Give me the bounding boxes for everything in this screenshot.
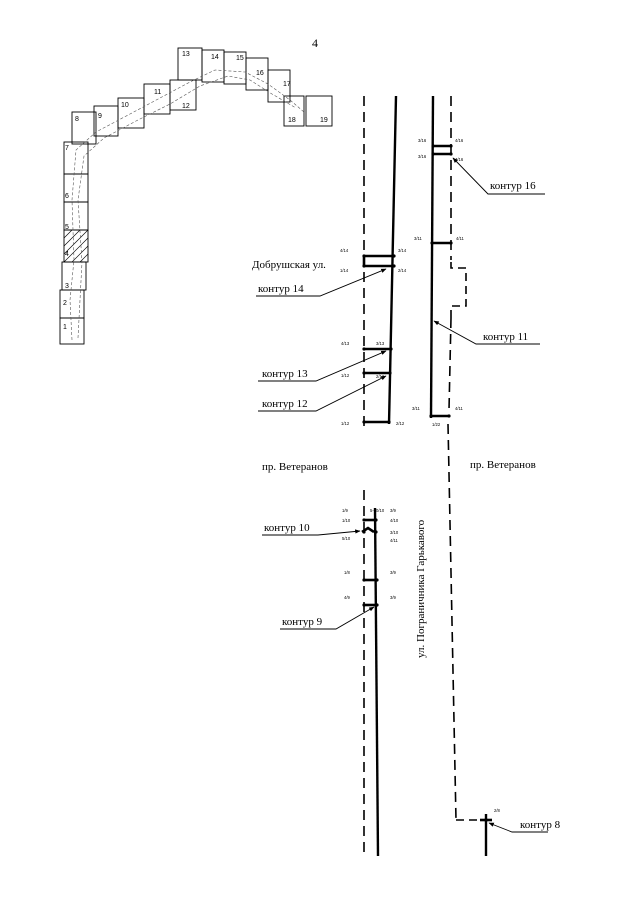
key-map-cell-label: 13	[182, 51, 190, 58]
road-lines	[363, 95, 488, 857]
dashed-jog	[450, 262, 467, 318]
key-map-cell-label: 16	[256, 70, 264, 77]
key-map-cell	[59, 317, 85, 345]
key-map-cell	[71, 111, 97, 145]
dashed-edge-right-mid	[448, 317, 452, 411]
node-label: 4/13	[341, 341, 350, 346]
key-map-cell-label: 4	[65, 251, 69, 258]
node-label: 4/16	[455, 157, 464, 162]
node-label: 3/11	[414, 236, 423, 241]
contour-9-label: контур 9	[282, 616, 323, 628]
key-map-cell	[93, 105, 119, 137]
key-route-2	[77, 75, 297, 339]
contour-16-label: контур 16	[490, 180, 536, 192]
contour-bars	[361, 144, 492, 822]
key-map-cell-label: 18	[288, 117, 296, 124]
key-map-cell-label: 15	[236, 55, 244, 62]
node-label: 3/16	[418, 138, 427, 143]
key-map-cell-label: 2	[63, 300, 67, 307]
node-label: 3/16	[418, 154, 427, 159]
contour-labels: контур 16 контур 14 контур 11 контур 13 …	[258, 180, 561, 831]
key-map-cell-label: 9	[98, 113, 102, 120]
leader-contour-16	[452, 157, 545, 195]
street-dobrushskaya: Добрушская ул.	[252, 259, 326, 271]
node-label: 3/10	[390, 530, 399, 535]
contour-14-label: контур 14	[258, 283, 304, 295]
street-veteranov-right: пр. Ветеранов	[470, 459, 536, 471]
key-map-cell-label: 10	[121, 102, 129, 109]
key-map-cell-label: 3	[65, 283, 69, 290]
key-map-cell-label: 7	[65, 145, 69, 152]
contour-11-label: контур 11	[483, 331, 528, 343]
node-label: 4/11	[456, 236, 465, 241]
node-label: 1/8	[344, 570, 350, 575]
node-label: 5-10/10	[370, 508, 385, 513]
street-names: Добрушская ул. пр. Ветеранов пр. Ветеран…	[252, 259, 536, 658]
node-labels: 3/16 4/16 3/16 4/16 3/11 4/11 3/11 4/11 …	[340, 138, 500, 813]
key-map-cell-label: 5	[65, 224, 69, 231]
road-line-right	[429, 95, 435, 419]
key-map-cell	[305, 95, 333, 127]
node-label: 4/11	[455, 406, 464, 411]
node-label: 2/12	[396, 421, 405, 426]
leader-contour-8	[488, 822, 548, 833]
leader-contour-9	[280, 606, 375, 630]
contour-12-label: контур 12	[262, 398, 308, 410]
node-label: 3/9	[390, 595, 396, 600]
key-map-cell	[63, 141, 89, 175]
leader-lines	[256, 157, 548, 833]
node-label: 2/8	[494, 808, 500, 813]
key-map-cell-label: 6	[65, 193, 69, 200]
key-map-cell-label: 19	[320, 117, 328, 124]
road-line-upper	[387, 95, 398, 425]
node-label: 1/9	[342, 508, 348, 513]
key-map-cell	[267, 69, 291, 103]
dashed-edge-right-low	[447, 423, 457, 821]
street-veteranov-left: пр. Ветеранов	[262, 461, 328, 473]
key-map-cell-label: 11	[154, 89, 161, 96]
node-label: 1/12	[341, 421, 350, 426]
contour-13-label: контур 13	[262, 368, 308, 380]
node-label: 4/10	[390, 518, 399, 523]
node-label: 4/16	[455, 138, 464, 143]
page-number: 4	[312, 36, 318, 50]
leader-contour-11	[433, 320, 540, 345]
leader-contour-12	[258, 375, 387, 412]
road-line-lower	[373, 507, 380, 857]
node-label: 4/14	[340, 248, 349, 253]
node-label: 3/9	[390, 570, 396, 575]
key-route	[69, 69, 305, 341]
node-label: 3/9	[390, 508, 396, 513]
key-map-cell-label: 17	[283, 81, 291, 88]
hatched-cell	[63, 229, 89, 263]
key-map-cell-label: 12	[182, 103, 190, 110]
node-label: 3/13	[376, 341, 385, 346]
leader-contour-14	[256, 268, 387, 297]
node-label: 4/11	[390, 538, 399, 543]
node-label: 3/14	[398, 248, 407, 253]
node-label: 5/10	[342, 536, 351, 541]
node-label: 1/22	[432, 422, 441, 427]
leader-contour-10	[262, 529, 361, 536]
key-map-cell-label: 8	[75, 116, 79, 123]
node-label: 1/14	[340, 268, 349, 273]
leader-contour-13	[258, 350, 387, 382]
contour-10-label: контур 10	[264, 522, 310, 534]
key-map-cell	[283, 95, 305, 127]
node-label: 3/11	[412, 406, 421, 411]
node-label: 2/14	[398, 268, 407, 273]
node-label: 1/10	[342, 518, 351, 523]
street-garkavogo: ул. Пограничника Гарькавого	[415, 519, 427, 658]
node-label: 4/9	[344, 595, 350, 600]
key-map-cell-label: 1	[63, 324, 67, 331]
node-label: 1/12	[341, 373, 350, 378]
key-map-cell-label: 14	[211, 54, 219, 61]
contour-nodes	[362, 144, 488, 822]
contour-8-label: контур 8	[520, 819, 561, 831]
node-label: 2/12	[376, 374, 385, 379]
